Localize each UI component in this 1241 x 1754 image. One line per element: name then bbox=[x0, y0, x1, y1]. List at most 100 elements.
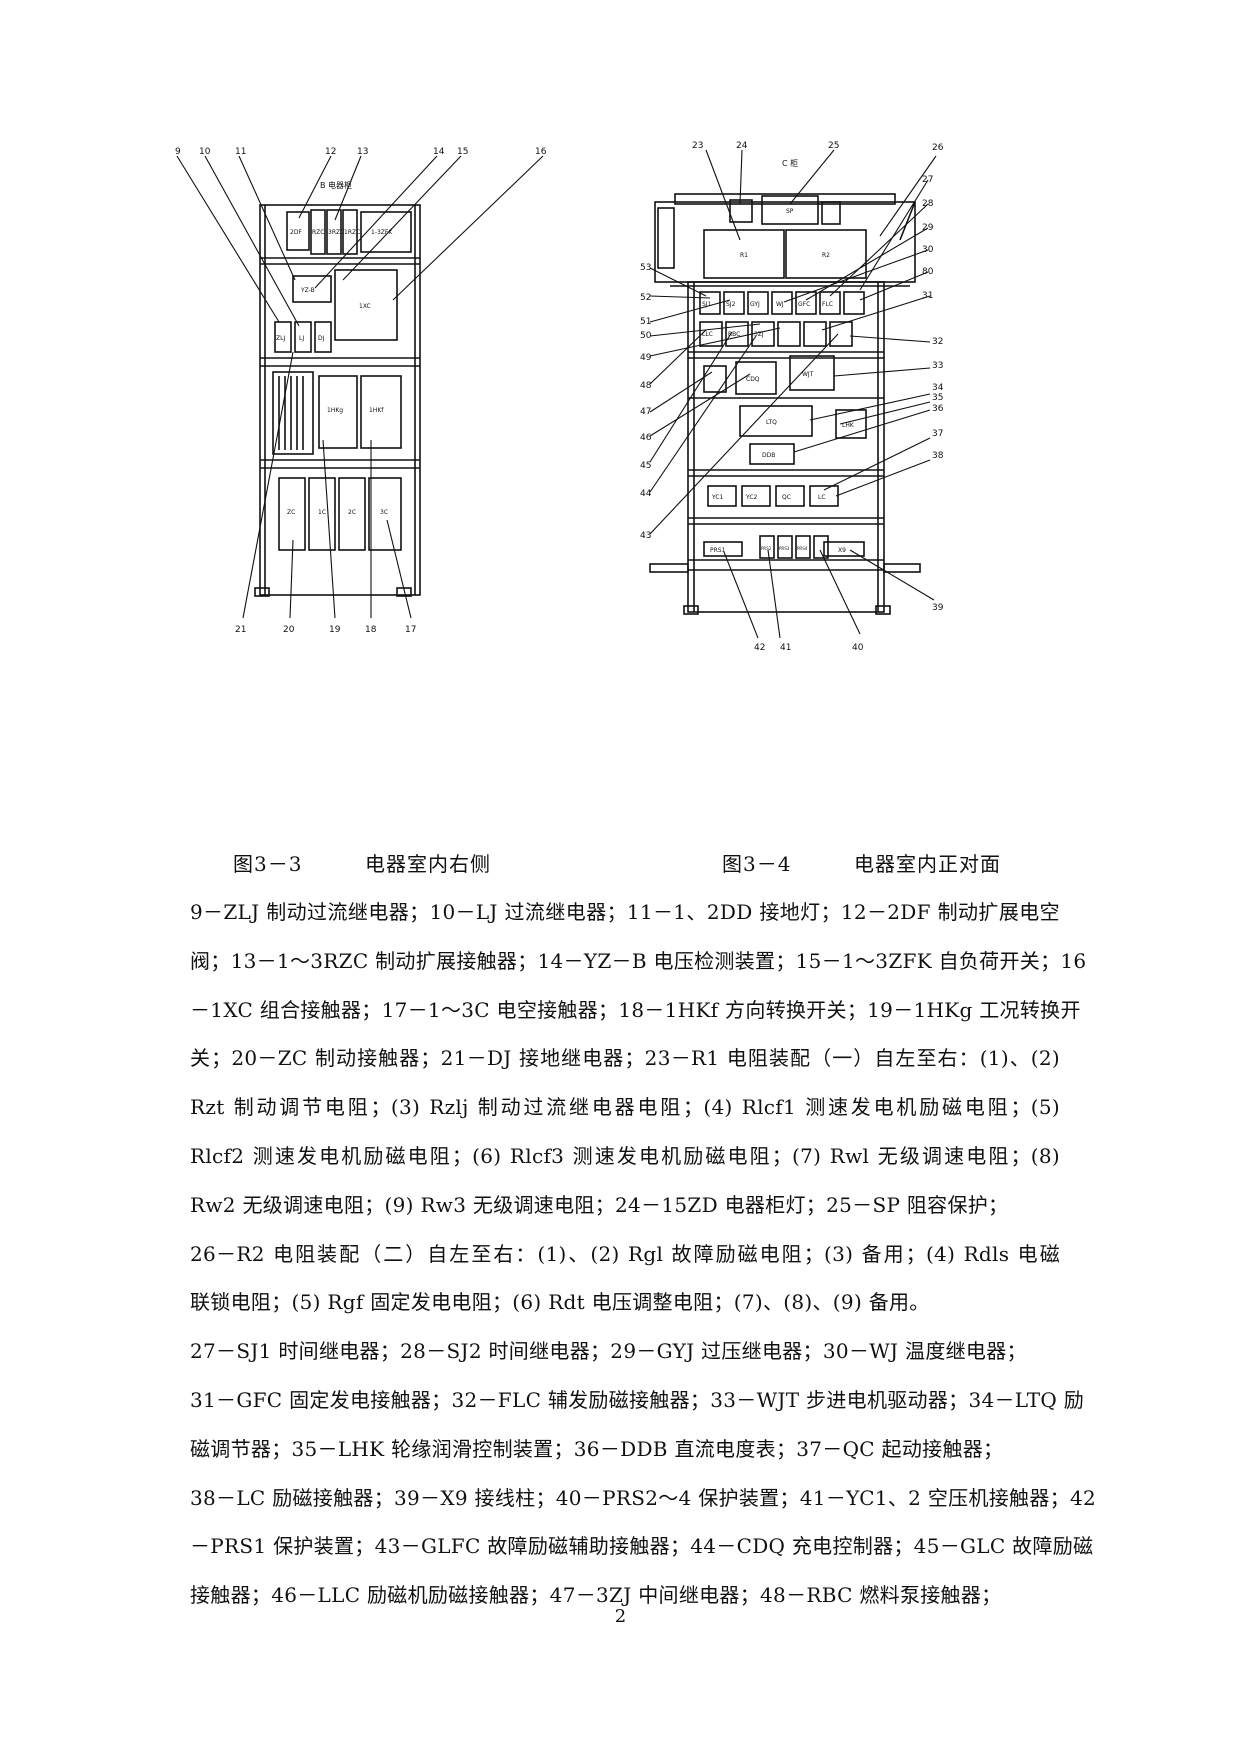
callout-25: 25 bbox=[828, 141, 839, 151]
box-prs4: PRS4 bbox=[797, 546, 808, 551]
box-ltq: LTQ bbox=[766, 419, 777, 426]
legend-line: －PRS1 保护装置；43－GLFC 故障励磁辅助接触器；44－CDQ 充电控制… bbox=[190, 1534, 1094, 1559]
cabinet-facing-drawing: 23 24 25 26 27 28 29 30 80 31 32 33 34 3… bbox=[640, 141, 944, 653]
caption-right-title: 电器室内正对面 bbox=[854, 852, 1001, 876]
callout-28: 28 bbox=[922, 199, 934, 209]
box-3zfk: 1-3ZFK bbox=[371, 229, 393, 236]
box-2df: 2DF bbox=[290, 229, 302, 236]
callout-17: 17 bbox=[405, 625, 416, 635]
box-1hkg: 1HKg bbox=[327, 407, 343, 414]
figure-caption-right: 图3－4 电器室内正对面 bbox=[722, 848, 1001, 877]
box-yc1: YC1 bbox=[711, 494, 724, 501]
box-sj1: SJ1 bbox=[702, 301, 712, 308]
box-rbc: RBC bbox=[728, 331, 740, 338]
box-3rzc: 3RZC bbox=[328, 229, 344, 236]
box-3c: 3C bbox=[380, 509, 388, 516]
box-dj: DJ bbox=[318, 335, 325, 342]
box-gfc: GFC bbox=[798, 301, 810, 308]
box-prs2: PRS2 bbox=[761, 546, 772, 551]
figure-electrical-room-right-side: 9 10 11 12 13 14 15 16 21 20 19 18 17 B … bbox=[175, 140, 605, 720]
callout-34: 34 bbox=[932, 383, 944, 393]
box-rzc: RZC bbox=[312, 229, 324, 236]
box-gyj: GYJ bbox=[750, 301, 760, 308]
caption-left-title: 电器室内右侧 bbox=[365, 852, 491, 876]
box-ddb: DDB bbox=[762, 452, 775, 459]
callout-15: 15 bbox=[457, 147, 468, 157]
component-legend: 9－ZLJ 制动过流继电器；10－LJ 过流继电器；11－1、2DD 接地灯；1… bbox=[190, 888, 1096, 1620]
legend-line: Rlcf2 测速发电机励磁电阻；(6) Rlcf3 测速发电机励磁电阻；(7) … bbox=[190, 1143, 1060, 1168]
box-zc: ZC bbox=[287, 509, 295, 516]
callout-47: 47 bbox=[640, 407, 651, 417]
callout-26: 26 bbox=[932, 143, 944, 153]
box-flc: FLC bbox=[822, 301, 833, 308]
callout-46: 46 bbox=[640, 433, 652, 443]
caption-left-number: 图3－3 bbox=[233, 852, 303, 876]
callout-19: 19 bbox=[329, 625, 341, 635]
box-x9: X9 bbox=[838, 547, 846, 554]
box-prs1: PRS1 bbox=[710, 547, 726, 554]
callout-44: 44 bbox=[640, 489, 652, 499]
callout-39: 39 bbox=[932, 603, 944, 613]
box-qc: QC bbox=[782, 494, 791, 501]
cabinet-c-label: C 柜 bbox=[782, 158, 798, 168]
legend-line: 9－ZLJ 制动过流继电器；10－LJ 过流继电器；11－1、2DD 接地灯；1… bbox=[190, 900, 1060, 924]
callout-18: 18 bbox=[365, 625, 377, 635]
legend-line: 磁调节器；35－LHK 轮缘润滑控制装置；36－DDB 直流电度表；37－QC … bbox=[190, 1436, 1004, 1461]
legend-line: 关；20－ZC 制动接触器；21－DJ 接地继电器；23－R1 电阻装配（一）自… bbox=[190, 1046, 1060, 1071]
callout-53: 53 bbox=[640, 263, 651, 273]
box-wjt: WJT bbox=[802, 371, 814, 378]
box-zlj: ZLJ bbox=[276, 335, 285, 342]
callout-43: 43 bbox=[640, 531, 651, 541]
legend-line: 27－SJ1 时间继电器；28－SJ2 时间继电器；29－GYJ 过压继电器；3… bbox=[190, 1339, 1027, 1364]
box-wj: WJ bbox=[776, 301, 784, 308]
box-sp: SP bbox=[786, 208, 794, 215]
callout-38: 38 bbox=[932, 451, 944, 461]
box-2c: 2C bbox=[348, 509, 356, 516]
legend-line: 阀；13－1～3RZC 制动扩展接触器；14－YZ－B 电压检测装置；15－1～… bbox=[190, 948, 1087, 973]
legend-line: 38－LC 励磁接触器；39－X9 接线柱；40－PRS2～4 保护装置；41－… bbox=[190, 1485, 1096, 1510]
callout-37: 37 bbox=[932, 429, 943, 439]
legend-line: Rzt 制动调节电阻；(3) Rzlj 制动过流继电器电阻；(4) Rlcf1 … bbox=[190, 1095, 1060, 1120]
box-r1: R1 bbox=[740, 252, 748, 259]
callout-32: 32 bbox=[932, 337, 943, 347]
box-yc2: YC2 bbox=[745, 494, 758, 501]
callout-31: 31 bbox=[922, 291, 933, 301]
figure-caption-left: 图3－3 电器室内右侧 bbox=[233, 848, 491, 877]
callout-10: 10 bbox=[199, 147, 211, 157]
box-yz-b: YZ-B bbox=[300, 287, 315, 294]
cabinet-b-label: B 电器柜 bbox=[320, 180, 352, 190]
legend-line: 31－GFC 固定发电接触器；32－FLC 辅发励磁接触器；33－WJT 步进电… bbox=[190, 1387, 1085, 1412]
callout-12: 12 bbox=[325, 147, 336, 157]
legend-line: 联锁电阻；(5) Rgf 固定发电电阻；(6) Rdt 电压调整电阻；(7)、(… bbox=[190, 1290, 930, 1315]
legend-line: －1XC 组合接触器；17－1～3C 电空接触器；18－1HKf 方向转换开关；… bbox=[190, 997, 1081, 1022]
callout-27: 27 bbox=[922, 175, 933, 185]
callout-49: 49 bbox=[640, 353, 652, 363]
callout-23: 23 bbox=[692, 141, 703, 151]
callout-41: 41 bbox=[780, 643, 791, 653]
box-1c: 1C bbox=[318, 509, 326, 516]
box-lj: LJ bbox=[299, 335, 304, 342]
callout-51: 51 bbox=[640, 317, 651, 327]
box-lc: LC bbox=[818, 494, 826, 501]
box-1hkf: 1HKf bbox=[369, 407, 384, 414]
page-number: 2 bbox=[614, 1606, 627, 1627]
callout-13: 13 bbox=[357, 147, 368, 157]
caption-right-number: 图3－4 bbox=[722, 852, 792, 876]
callout-14: 14 bbox=[433, 147, 445, 157]
callout-80: 80 bbox=[922, 267, 934, 277]
callout-35: 35 bbox=[932, 393, 943, 403]
callout-29: 29 bbox=[922, 223, 934, 233]
callout-50: 50 bbox=[640, 331, 652, 341]
legend-line: 接触器；46－LLC 励磁机励磁接触器；47－3ZJ 中间继电器；48－RBC … bbox=[190, 1583, 1002, 1608]
box-3zj: 3ZJ bbox=[754, 331, 764, 338]
callout-20: 20 bbox=[283, 625, 295, 635]
callout-24: 24 bbox=[736, 141, 748, 151]
callout-45: 45 bbox=[640, 461, 651, 471]
callout-30: 30 bbox=[922, 245, 934, 255]
box-sj2: SJ2 bbox=[726, 301, 736, 308]
legend-line: 26－R2 电阻装配（二）自左至右：(1)、(2) Rgl 故障励磁电阻；(3)… bbox=[190, 1241, 1060, 1266]
box-r2: R2 bbox=[822, 252, 830, 259]
figure-electrical-room-facing: 23 24 25 26 27 28 29 30 80 31 32 33 34 3… bbox=[640, 140, 1080, 730]
legend-line: Rw2 无级调速电阻；(9) Rw3 无级调速电阻；24－15ZD 电器柜灯；2… bbox=[190, 1192, 1009, 1217]
callout-48: 48 bbox=[640, 381, 652, 391]
